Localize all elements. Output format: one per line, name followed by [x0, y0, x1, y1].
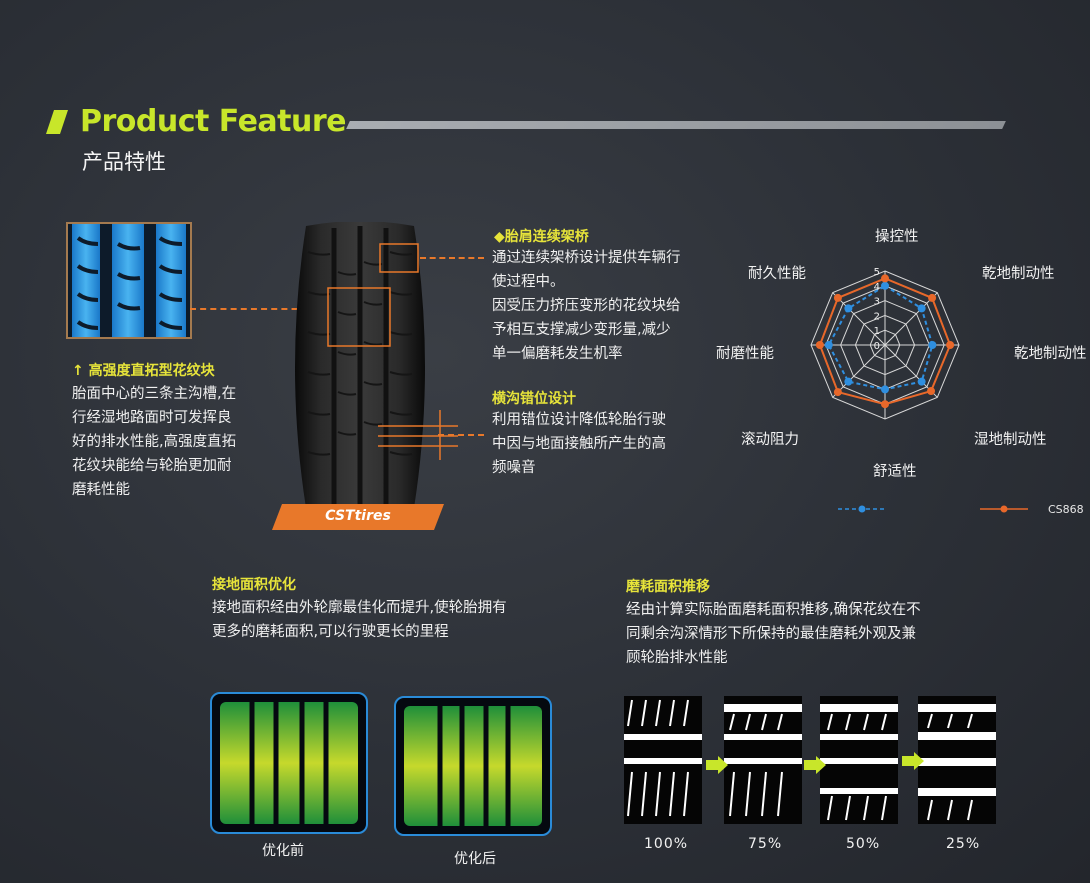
title-slash-icon: [46, 110, 68, 134]
wear-label: 50%: [846, 836, 881, 852]
groove-body: 利用错位设计降低轮胎行驶 中因与地面接触所产生的高 频噪音: [492, 412, 666, 476]
radar-data-point: [928, 293, 937, 302]
tire-image: [284, 221, 436, 513]
arrow-right-icon: [804, 756, 826, 774]
radar-data-point: [815, 341, 824, 349]
shoulder-heading: ◆胎肩连续架桥: [494, 229, 589, 245]
wear-stage-75: [724, 696, 802, 824]
legend-label-cs868: CS868: [1048, 503, 1084, 516]
arrow-right-icon: [902, 752, 924, 770]
radar-data-point: [881, 385, 889, 394]
radar-tick-label: 1: [874, 326, 880, 337]
radar-spoke: [832, 292, 886, 346]
radar-tick-label: 0: [874, 341, 880, 352]
radar-axis-label: 耐久性能: [748, 266, 806, 282]
radar-data-point: [881, 274, 889, 283]
performance-radar-chart: 0 1 2 3 4 5: [810, 267, 960, 420]
groove-heading: 横沟错位设计: [492, 391, 576, 407]
radar-tick-label: 2: [874, 311, 880, 322]
wear-stage-50: [820, 696, 898, 824]
radar-data-point: [917, 377, 926, 386]
radar-axis-label: 操控性: [875, 229, 919, 245]
radar-data-point: [833, 388, 842, 397]
wear-body: 经由计算实际胎面磨耗面积推移,确保花纹在不 同剩余沟深情形下所保持的最佳磨耗外观…: [626, 602, 921, 666]
page-title: Product Feature: [80, 104, 347, 139]
radar-data-point: [928, 341, 937, 349]
radar-data-point: [833, 293, 842, 302]
radar-tick-label: 5: [874, 267, 880, 278]
brand-label: CSTtires: [325, 508, 391, 524]
radar-data-point: [881, 281, 889, 290]
footprint-after-image: [394, 696, 552, 836]
radar-data-point: [844, 304, 853, 313]
wear-stage-25: [918, 696, 996, 824]
tread-closeup-image: [66, 222, 192, 339]
wear-label: 25%: [946, 836, 981, 852]
shoulder-body: 通过连续架桥设计提供车辆行 使过程中。 因受压力挤压变形的花纹块给 予相互支撑减…: [492, 250, 681, 362]
radar-data-point: [917, 304, 926, 313]
wear-heading: 磨耗面积推移: [626, 579, 710, 595]
radar-data-point: [824, 341, 833, 349]
radar-data-point: [844, 377, 853, 386]
arrow-right-icon: [706, 756, 728, 774]
radar-spoke: [884, 292, 938, 346]
radar-tick-label: 4: [874, 282, 880, 293]
title-divider: [346, 121, 1006, 129]
brand-banner: CSTtires: [272, 504, 444, 530]
radar-spoke: [832, 344, 886, 398]
radar-data-point: [946, 341, 955, 349]
radar-tick-label: 3: [874, 297, 880, 308]
radar-axis-label: 耐磨性能: [716, 346, 774, 362]
tread-connector-line: [190, 308, 328, 310]
radar-axis-label: 湿地制动性: [974, 432, 1047, 448]
wear-label: 75%: [748, 836, 783, 852]
contact-heading: 接地面积优化: [212, 577, 296, 593]
legend-marker-orange: [980, 505, 1028, 513]
radar-axis-label: 乾地制动性: [1014, 346, 1087, 362]
footprint-after-label: 优化后: [454, 851, 496, 867]
footprint-before-image: [210, 692, 368, 834]
contact-body: 接地面积经由外轮廓最佳化而提升,使轮胎拥有 更多的磨耗面积,可以行驶更长的里程: [212, 600, 507, 640]
radar-data-point: [927, 387, 936, 396]
page-subtitle: 产品特性: [82, 150, 166, 174]
radar-axis-label: 滚动阻力: [741, 432, 799, 448]
rib-body: 胎面中心的三条主沟槽,在 行经湿地路面时可发挥良 好的排水性能,高强度直拓 花纹…: [72, 386, 237, 498]
rib-heading: ↑ 高强度直拓型花纹块: [72, 363, 215, 379]
shoulder-connector-line: [420, 257, 484, 259]
wear-label: 100%: [644, 836, 689, 852]
legend-marker-blue: [838, 505, 886, 513]
groove-connector-line: [438, 434, 484, 436]
footprint-before-label: 优化前: [262, 843, 304, 859]
radar-data-point: [881, 400, 889, 409]
radar-axis-label: 舒适性: [873, 464, 917, 480]
groove-offset-marker: [378, 410, 458, 460]
radar-axis-label: 乾地制动性: [982, 266, 1055, 282]
radar-series-line: [827, 284, 934, 391]
wear-stage-100: [624, 696, 702, 824]
